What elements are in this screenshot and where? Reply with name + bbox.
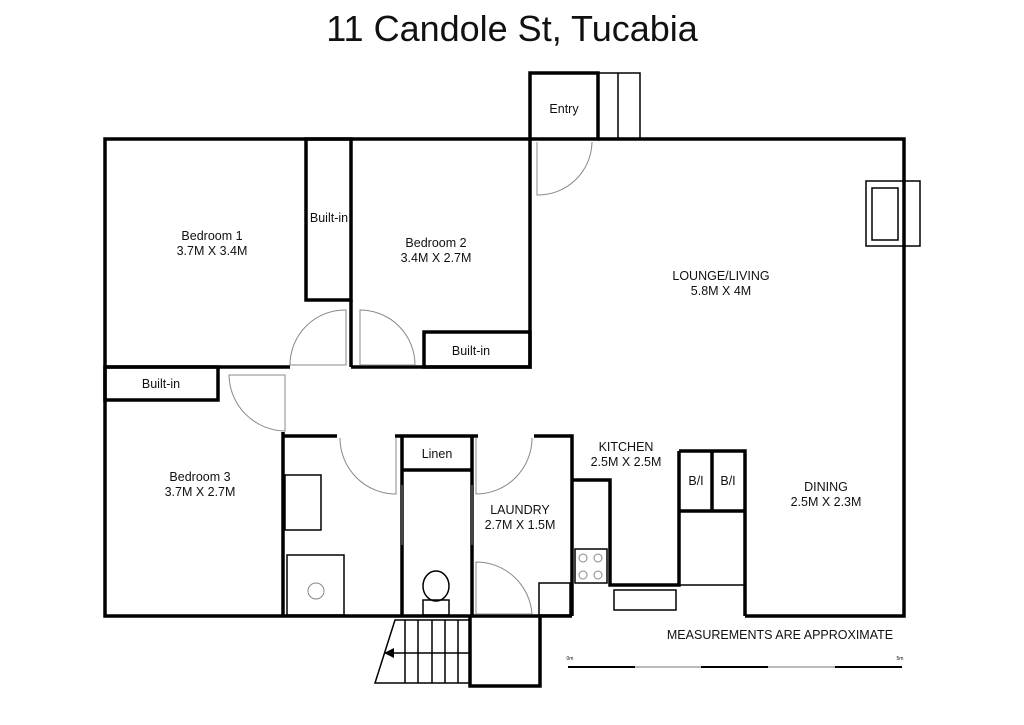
toilet <box>422 570 450 602</box>
laundry-tub <box>538 582 571 616</box>
room-size: 5.8M X 4M <box>690 284 752 298</box>
bi-label: B/I <box>720 474 736 488</box>
bedroom3-door <box>228 374 286 432</box>
builtin-label: Built-in <box>309 211 349 225</box>
bathroom-door <box>339 437 397 495</box>
room-name: DINING <box>804 480 848 494</box>
room-size: 2.7M X 1.5M <box>484 518 556 532</box>
entry-walls <box>528 71 600 141</box>
shower <box>286 554 345 616</box>
plan-title: 11 Candole St, Tucabia <box>326 8 698 49</box>
builtin-3 <box>103 365 220 402</box>
bedroom2-door <box>359 309 416 366</box>
bedroom1-door <box>289 309 347 366</box>
bi-label: B/I <box>688 474 704 488</box>
fireplace <box>865 180 921 247</box>
room-size: 3.7M X 2.7M <box>164 485 236 499</box>
room-size: 2.5M X 2.3M <box>790 495 862 509</box>
room-name: Bedroom 3 <box>169 470 231 484</box>
scale-end: 5m <box>896 656 904 662</box>
builtin-2 <box>422 330 532 369</box>
room-name: LAUNDRY <box>490 503 550 517</box>
stove <box>574 548 608 584</box>
room-name: LOUNGE/LIVING <box>672 269 770 283</box>
room-name: Bedroom 2 <box>405 236 467 250</box>
outer-walls <box>103 137 906 618</box>
room-size: 3.4M X 2.7M <box>400 251 472 265</box>
entry-steps <box>598 72 641 139</box>
builtin-label: Built-in <box>141 377 181 391</box>
room-name: Bedroom 1 <box>181 229 243 243</box>
scale-start: 0m <box>566 656 574 662</box>
room-size: 2.5M X 2.5M <box>590 455 662 469</box>
laundry-door <box>475 437 533 495</box>
entry-label: Entry <box>549 102 579 116</box>
room-size: 3.7M X 3.4M <box>176 244 248 258</box>
entry-door <box>536 141 593 196</box>
builtin-1 <box>304 137 353 302</box>
sink <box>613 589 677 611</box>
linen-label: Linen <box>421 447 453 461</box>
room-name: KITCHEN <box>598 440 654 454</box>
laundry-lower-door <box>475 561 533 615</box>
stairs <box>373 619 471 684</box>
measurement-note: MEASUREMENTS ARE APPROXIMATE <box>666 628 894 642</box>
bathtub <box>284 474 322 531</box>
builtin-label: Built-in <box>451 344 491 358</box>
wc-sliding-doors <box>401 485 473 545</box>
